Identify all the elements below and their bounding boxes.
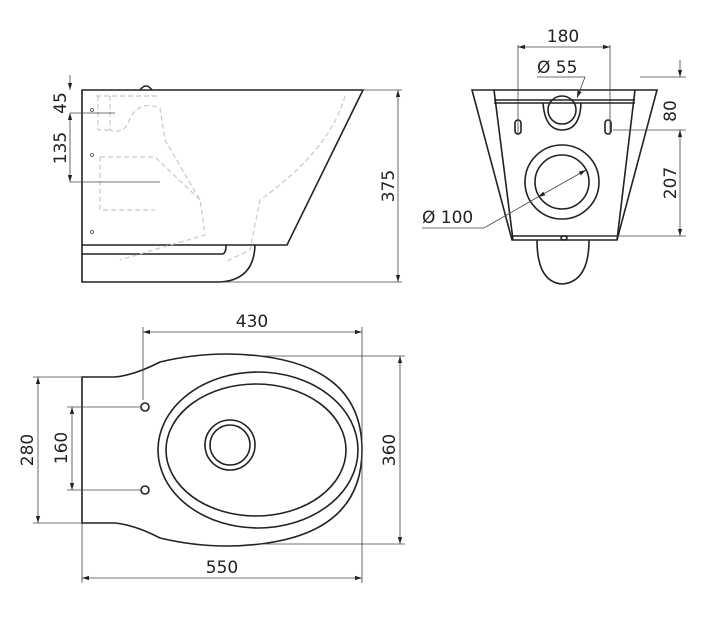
dim-280: 280 (18, 434, 38, 466)
top-view: 430 550 280 160 360 (18, 312, 405, 583)
dim-diameter-100: Ø 100 (422, 208, 473, 228)
side-view: 45 135 375 (51, 75, 402, 283)
rear-view: 180 Ø 55 Ø 100 80 207 (422, 27, 686, 285)
dim-45: 45 (51, 92, 71, 114)
dim-207: 207 (661, 167, 681, 199)
dim-360: 360 (380, 434, 400, 466)
dim-135: 135 (51, 132, 71, 164)
dim-375: 375 (379, 170, 399, 202)
dim-diameter-55: Ø 55 (537, 58, 577, 78)
dim-430: 430 (236, 312, 268, 332)
dim-180: 180 (547, 27, 579, 47)
dim-80: 80 (661, 100, 681, 122)
dim-550: 550 (206, 558, 238, 578)
dim-160: 160 (52, 432, 72, 464)
